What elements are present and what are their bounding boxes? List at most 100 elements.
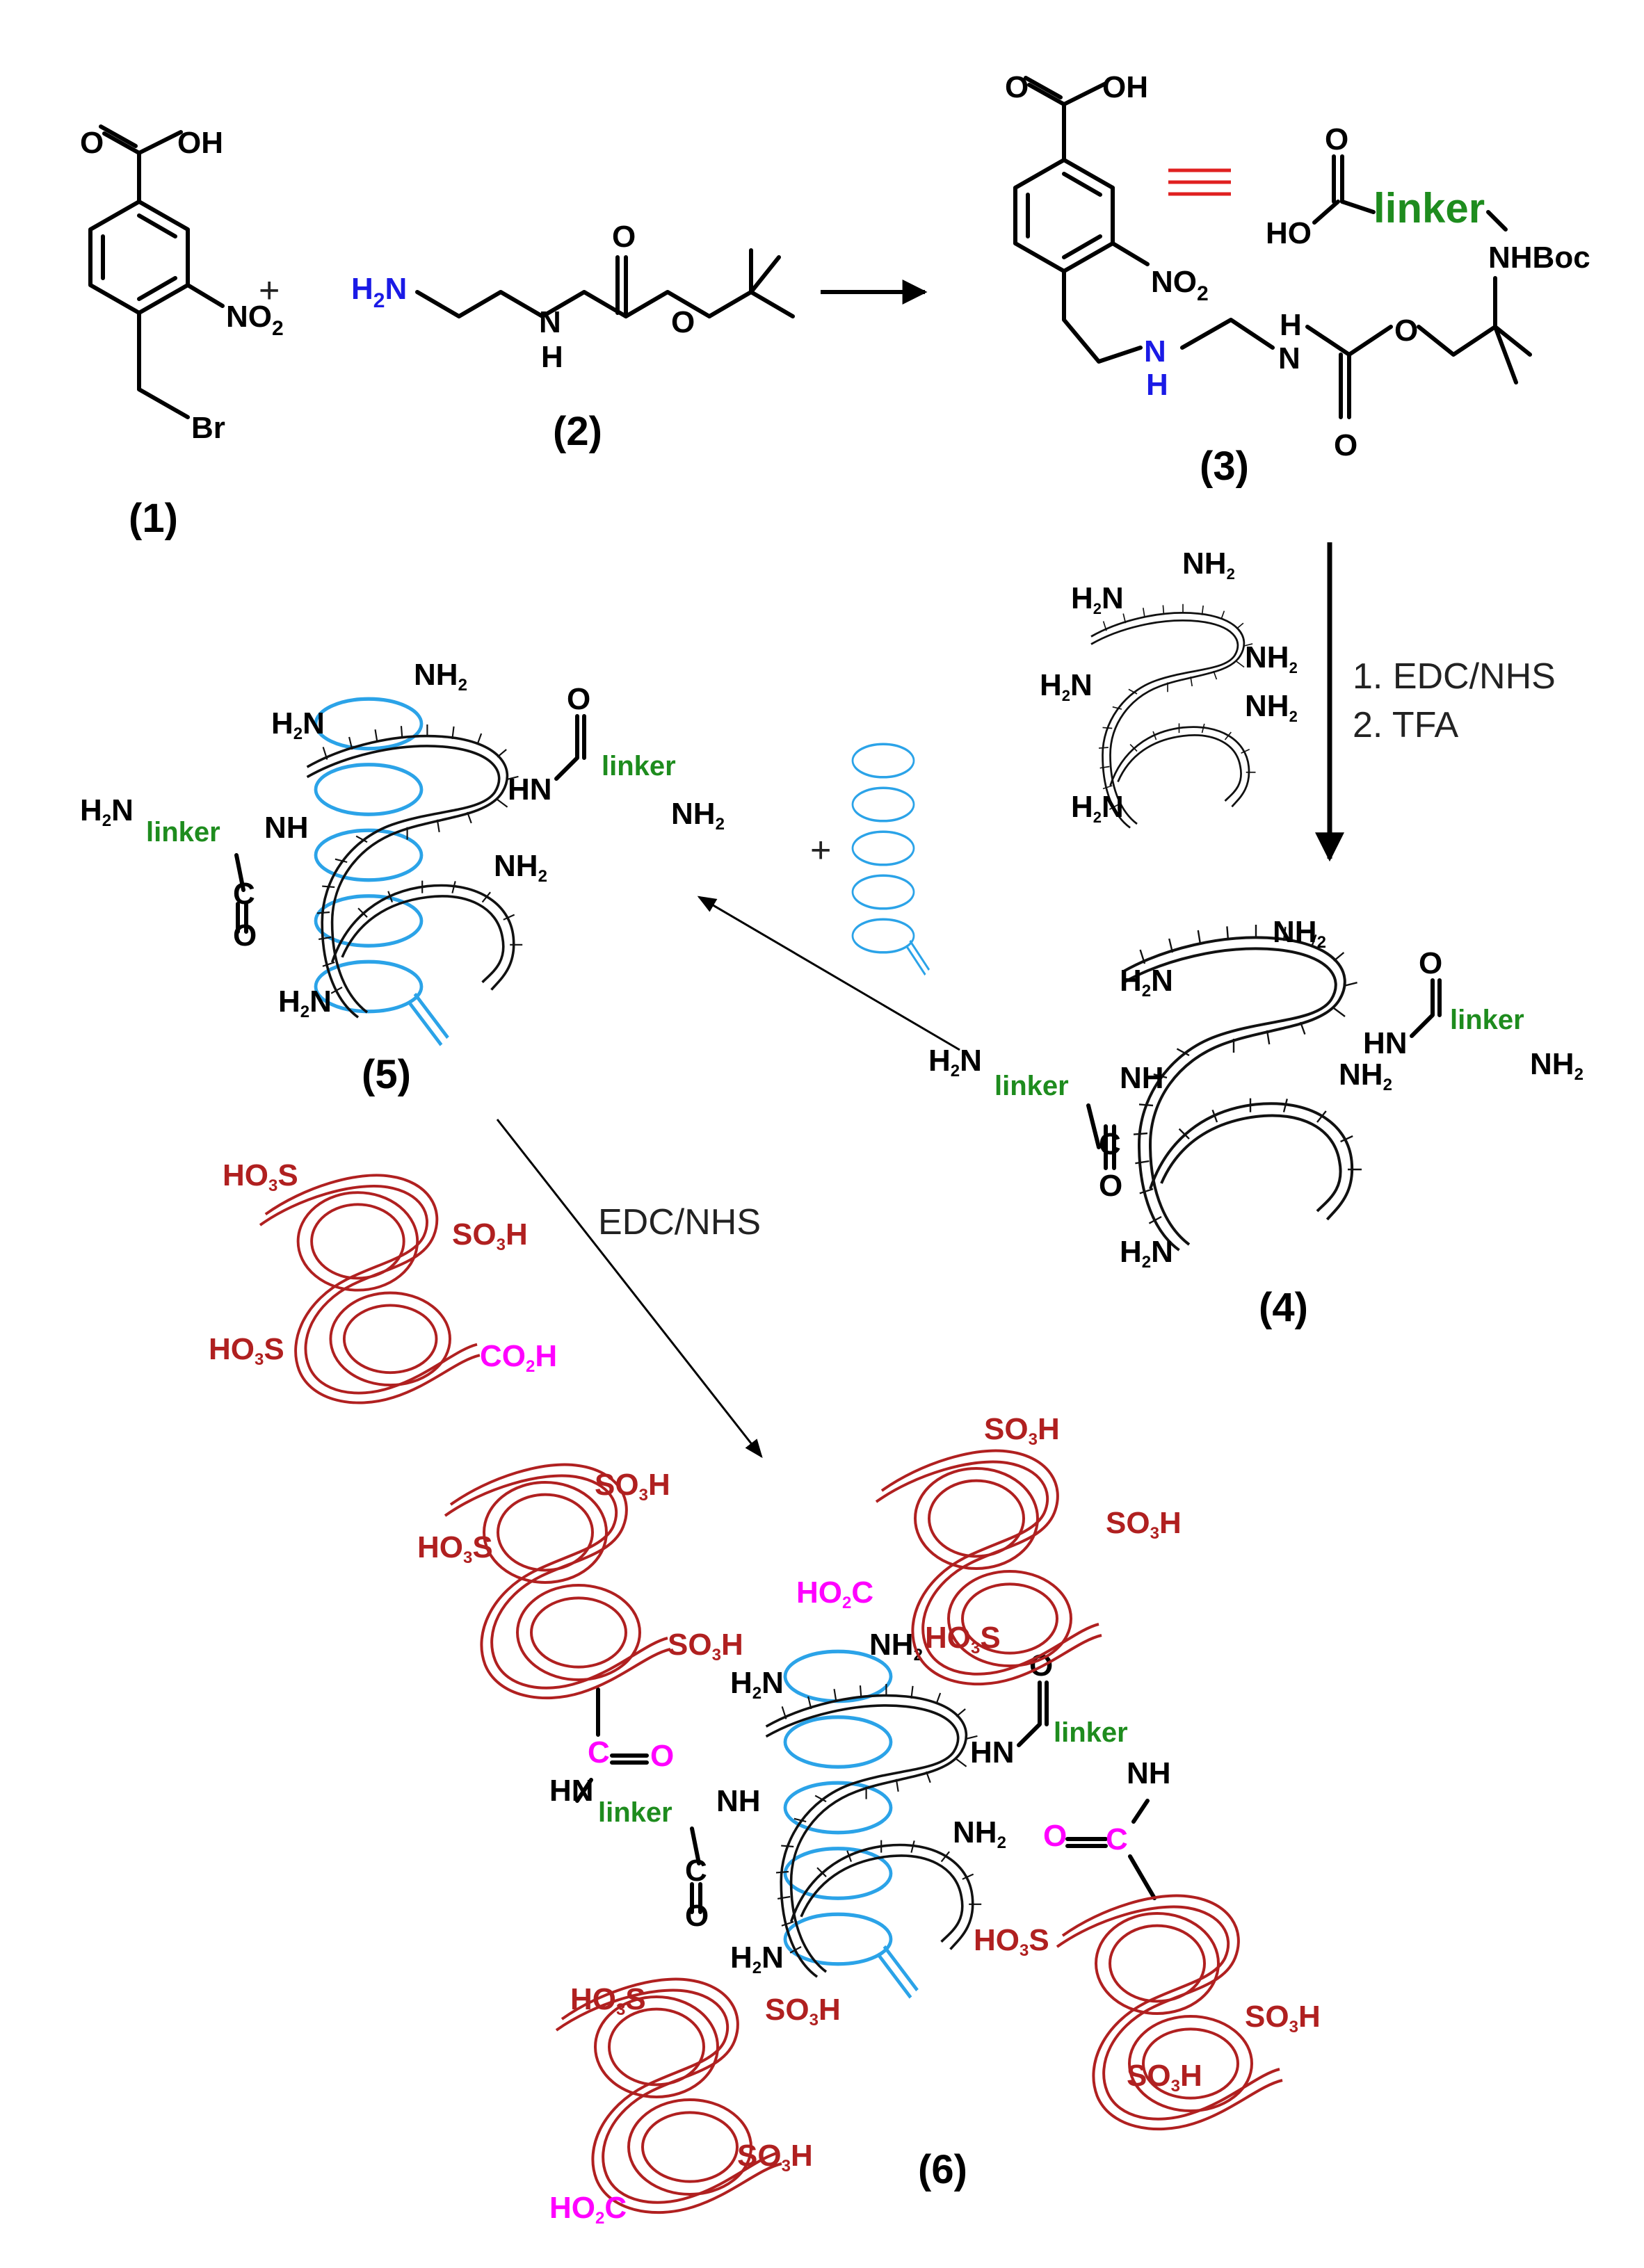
c4-c-left: C [1099,1127,1121,1161]
c5-nh-left: NH [264,811,309,845]
c3-hydroxyl: OH [1102,70,1148,104]
c6-tl-so3h-1: SO3H [595,1468,670,1505]
compound-6-label: (6) [918,2147,967,2192]
compound-3-abbreviated: O HO linker NHBoc [1266,122,1590,275]
c5-linker-right: linker [602,751,676,781]
c3-oxygen: O [1005,70,1029,104]
c6-nh2-right: NH2 [953,1815,1006,1852]
c3-amine-h: H [1146,368,1168,402]
plus-sign-helix: + [810,830,831,870]
protein-nh2-1: NH2 [1182,546,1235,583]
protein-h2n-1: H2N [1071,581,1124,617]
condition-edc-nhs: 1. EDC/NHS [1353,656,1556,697]
c3-ester-o: O [1394,314,1418,348]
c6-c-left: C [685,1854,707,1888]
compound-3: O OH NO2 N H H N O O (3) [1005,70,1532,489]
c6-nh-right-linker: NH [1127,1756,1171,1790]
compound-4: NH2 H2N NH2 H2N HN O linker NH2 H2N link… [928,915,1583,1330]
c2-ester-o: O [671,305,695,339]
c6-linker-right: linker [1054,1717,1128,1748]
c6-hn-left-linker: HN [549,1774,594,1808]
protein-nh2-3: NH2 [1245,689,1298,725]
c3-carbamate-n: N [1278,341,1300,375]
c5-nh2-linker-right: NH2 [671,797,725,834]
c1-bromine: Br [191,411,225,445]
c4-linker-right: linker [1450,1005,1524,1035]
c4-o-right: O [1419,946,1442,980]
c6-linker-left: linker [598,1797,672,1828]
c3-nitro: NO2 [1151,265,1209,305]
blue-helix-reagent [851,743,930,976]
c4-hn-right: HN [1363,1026,1408,1060]
c6-o-left: O [685,1899,709,1933]
c5-c-left: C [233,877,255,911]
compound-2: H2N N H O O (2) [351,220,795,454]
c5-o-left: O [233,918,257,953]
c5-h2n-top: H2N [271,706,325,743]
c4-linker-left: linker [994,1071,1069,1101]
sulfonate-polymer-reagent: HO3S SO3H HO3S CO2H [209,1158,557,1404]
c3-carbamate-h: H [1280,308,1302,342]
c2-carbamate-h: H [541,340,563,374]
c1-oxygen: O [80,126,104,160]
c6-amide-c-left: C [588,1735,610,1769]
c5-o-right: O [567,682,590,716]
c5-nh2-right: NH2 [494,849,547,886]
c6-tr-so3h-1: SO3H [984,1412,1060,1449]
reagent-co2h: CO2H [480,1339,557,1376]
c5-nh2-top: NH2 [414,658,467,695]
reagent-ho3s-1: HO3S [223,1158,298,1195]
c3-carbonyl-o: O [1334,428,1357,462]
c6-tl-so3h-2: SO3H [668,1628,743,1664]
c3-equiv-linker: linker [1373,185,1485,232]
c5-h2n-linker-left: H2N [80,793,134,830]
condition-edc-nhs-2: EDC/NHS [598,1202,761,1242]
c5-linker-left: linker [146,817,220,848]
c2-carbamate-n: N [539,305,561,339]
c4-h2n-linker-left: H2N [928,1044,982,1080]
c6-bl-ho3s: HO3S [570,1982,646,2019]
c6-nh-left: NH [716,1784,761,1818]
c3-amine-n: N [1144,334,1166,368]
c6-bl-so3h-1: SO3H [765,1993,841,2030]
c4-o-left: O [1099,1169,1122,1203]
compound-1: O OH NO2 Br (1) [80,124,284,541]
protein-nh2-2: NH2 [1245,640,1298,677]
protein-h2n-2: H2N [1040,668,1093,704]
c6-tr-so3h-2: SO3H [1106,1506,1182,1543]
c6-bl-ho2c: HO2C [549,2191,627,2228]
compound-4-label: (4) [1259,1285,1308,1330]
reagent-ho3s-2: HO3S [209,1332,284,1369]
c6-amide-c-right: C [1106,1822,1128,1856]
c6-bl-so3h-2: SO3H [737,2139,813,2176]
c3-equiv-oxygen: O [1325,122,1348,156]
c6-tr-ho2c: HO2C [796,1576,873,1612]
protein-amine: NH2 H2N NH2 H2N NH2 H2N [1040,546,1298,829]
c6-amide-o-left: O [650,1739,674,1773]
condition-tfa: 2. TFA [1353,705,1459,745]
c4-nh-left: NH [1120,1061,1164,1095]
c3-equiv-hydroxyl: HO [1266,216,1312,250]
c3-equiv-nhboc: NHBoc [1488,241,1590,275]
compound-2-label: (2) [553,409,602,454]
c5-hn-right: HN [508,772,552,807]
c2-amine: H2N [351,272,407,312]
c4-h2n-top: H2N [1120,964,1173,1001]
c4-h2n-bottom: H2N [1120,1235,1173,1272]
c6-amide-o-right: O [1043,1819,1067,1853]
c6-tr-ho3s: HO3S [925,1621,1001,1658]
arrow-step-4 [496,1119,763,1459]
c4-nh2-top: NH2 [1273,915,1326,952]
plus-sign: + [259,270,280,311]
c6-h2n-top: H2N [730,1666,784,1703]
c6-br-so3h-2: SO3H [1127,2059,1202,2096]
c4-nh2-right: NH2 [1339,1058,1392,1094]
compound-1-label: (1) [129,496,178,541]
compound-5: NH2 H2N NH2 H2N HN O linker NH2 H2N link… [80,658,725,1097]
equivalence-sign [1168,168,1231,196]
arrow-step-3 [697,896,960,1051]
protein-h2n-3: H2N [1071,790,1124,826]
reagent-so3h-1: SO3H [452,1217,528,1254]
c5-h2n-bottom: H2N [278,985,332,1021]
